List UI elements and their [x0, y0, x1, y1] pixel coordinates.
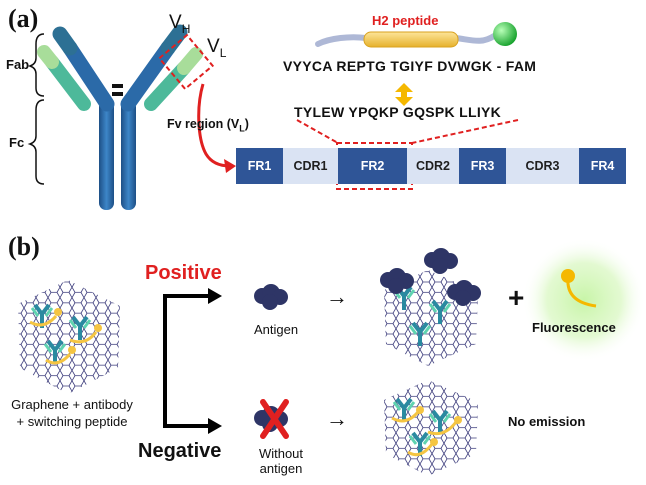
antigen-icon: [424, 248, 458, 274]
peptide-sequence: VYYCA REPTG TGIYF DVWGK - FAM: [283, 58, 537, 74]
sensor-diagram: [18, 238, 646, 476]
cross-icon: [260, 399, 289, 439]
reaction-arrow-positive: →: [326, 284, 348, 309]
fr2-callout-left: [296, 119, 339, 144]
region-fr2: FR2: [338, 148, 407, 184]
region-fr3: FR3: [459, 148, 506, 184]
fab-label: Fab: [6, 57, 30, 72]
plus-sign: +: [508, 282, 525, 313]
peptide-tail-right: [453, 33, 497, 44]
peptide-helix: [363, 31, 459, 48]
region-cdr3: CDR3: [506, 148, 579, 184]
fc-brace: [27, 99, 45, 185]
peptide-icon: [427, 421, 458, 436]
peptide-icon: [391, 410, 420, 423]
sensor-label: Graphene + antibody+ switching peptide: [11, 397, 133, 429]
heavy-arm-left: [62, 40, 115, 112]
vl-label: VL: [207, 36, 227, 60]
target-sequence: TYLEW YPQKP GQSPK LLIYK: [294, 104, 502, 120]
fab-brace: [27, 33, 45, 97]
light-chain-right: [144, 61, 191, 111]
dye-icon: [68, 346, 76, 354]
fam-dye-icon: [493, 22, 517, 46]
fv-arrow: [197, 83, 231, 168]
panel-b-label: (b): [8, 232, 40, 261]
region-cdr1: CDR1: [283, 148, 338, 184]
dye-icon: [54, 308, 62, 316]
light-chain-left: [45, 55, 91, 111]
hinge-disulfide: [112, 84, 123, 88]
vl-domain-left: [37, 45, 59, 69]
dye-icon: [416, 406, 424, 414]
fr2-callout-right: [411, 119, 519, 144]
peptide-tail-left: [315, 34, 369, 47]
vh-label: VH: [169, 12, 191, 36]
reaction-arrow-negative: →: [326, 406, 348, 431]
peptide-icon: [45, 352, 72, 365]
antigen-label: Antigen: [254, 322, 299, 337]
peptide-title: H2 peptide: [372, 13, 439, 28]
released-dye-icon: [561, 269, 575, 283]
branch-negative-arrow: [208, 418, 222, 434]
fv-region-label: Fv region (VL): [167, 117, 249, 134]
binding-double-arrow: [395, 83, 413, 106]
vh-domain-right: [160, 24, 188, 56]
peptide-icon: [407, 443, 434, 457]
region-fr1: FR1: [236, 148, 283, 184]
positive-label: Positive: [145, 262, 222, 284]
fluorescence-label: Fluorescence: [532, 320, 616, 335]
region-cdr2: CDR2: [407, 148, 459, 184]
dye-icon: [430, 438, 438, 446]
dye-icon: [454, 416, 462, 424]
fc-label: Fc: [9, 135, 25, 150]
vl-highlight-box: [157, 33, 215, 91]
negative-label: Negative: [138, 440, 222, 462]
fc-right-stem: [121, 100, 136, 210]
vl-domain-right: [177, 47, 203, 75]
fluorescence-glow: [522, 238, 646, 362]
branch-positive-arrow: [208, 288, 222, 304]
antigen-icon: [254, 284, 288, 310]
antibody-diagram: [27, 22, 519, 210]
graphene-sheet-left: [18, 280, 120, 394]
vl-region-bar: FR1 CDR1 FR2 CDR2 FR3 CDR3 FR4: [236, 148, 626, 184]
region-fr4: FR4: [579, 148, 626, 184]
graphene-sheet-negative: [384, 380, 478, 476]
panel-a-label: (a): [8, 4, 39, 33]
fc-left-stem: [99, 100, 114, 210]
hinge-disulfide: [112, 92, 123, 96]
dye-icon: [94, 324, 102, 332]
vh-domain-left: [52, 26, 78, 56]
peptide-icon: [69, 331, 98, 344]
peptide-icon: [29, 314, 58, 327]
fv-arrow-head: [224, 159, 236, 173]
no-emission-label: No emission: [508, 414, 586, 429]
